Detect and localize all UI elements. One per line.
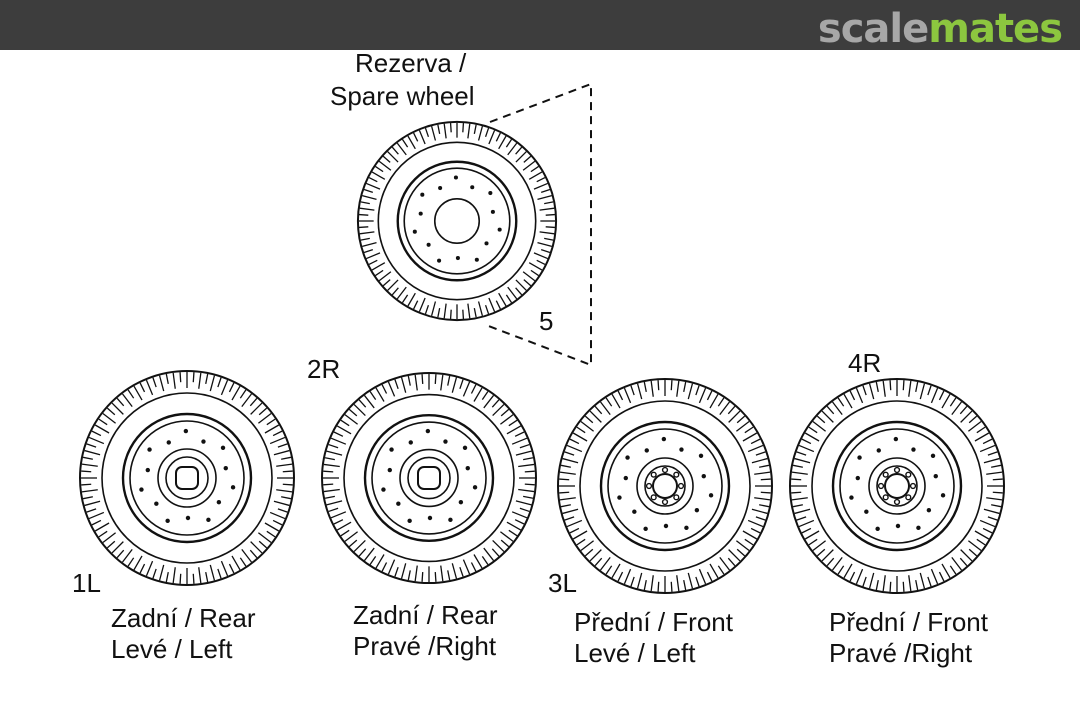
wheel-id-2r: 2R [307,354,341,384]
wheel-1l [79,370,295,586]
wheel-4r-line1: Přední / Front [829,607,988,637]
wheel-2r-line2: Pravé /Right [353,631,497,661]
logo-text-mates: mates [928,6,1063,52]
wheel-id-3l: 3L [548,568,577,598]
spare-label-line1: Rezerva / [355,48,467,78]
wheel-id-4r: 4R [848,348,882,378]
wheel-3l-line2: Levé / Left [574,638,696,668]
wheel-2r-line1: Zadní / Rear [353,600,498,630]
wheel-1l-line2: Levé / Left [111,634,233,664]
top-bar: scalemates [0,0,1080,52]
scalemates-logo[interactable]: scalemates [817,4,1063,54]
wheel-4r-line2: Pravé /Right [829,638,973,668]
logo-text-scale: scale [817,6,929,52]
wheel-2r [321,371,537,585]
spare-wheel [356,120,558,322]
wheel-3l-line1: Přední / Front [574,607,733,637]
spare-label-line2: Spare wheel [330,81,475,111]
wheel-3l [557,378,773,594]
callout-number: 5 [539,306,554,336]
wheel-id-1l: 1L [72,568,101,598]
wheel-1l-line1: Zadní / Rear [111,603,256,633]
wheel-4r [789,378,1005,594]
